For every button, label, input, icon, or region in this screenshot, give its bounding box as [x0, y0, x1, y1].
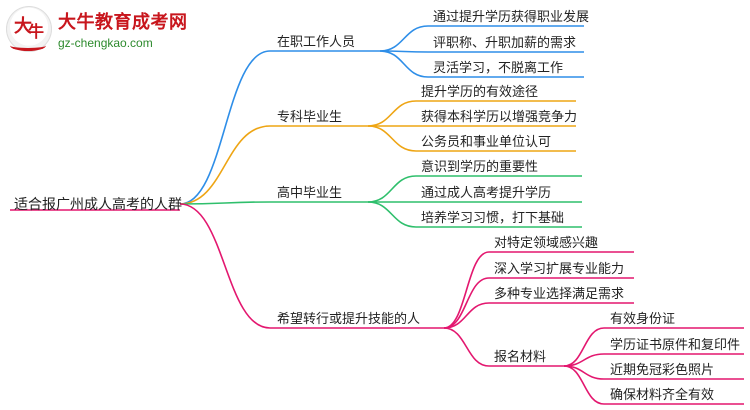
- branch-label: 在职工作人员: [277, 35, 355, 50]
- branch-to-leaf-connector: [367, 175, 417, 203]
- leaf-label: 通过提升学历获得职业发展: [433, 9, 589, 25]
- subbranch-to-leaf-connector: [563, 365, 605, 405]
- leaf-label: 获得本科学历以增强竞争力: [421, 109, 577, 125]
- leaf-label: 有效身份证: [610, 311, 675, 327]
- logo-emblem-char-1: 大: [14, 16, 32, 37]
- root-to-branch-connector: [179, 203, 271, 329]
- root-node-label: 适合报广州成人高考的人群: [14, 196, 182, 213]
- branch-to-leaf-connector: [367, 125, 417, 152]
- branch-to-leaf-connector: [443, 277, 490, 329]
- branch-to-leaf-connector: [379, 25, 429, 52]
- leaf-label: 公务员和事业单位认可: [421, 134, 551, 150]
- leaf-label: 提升学历的有效途径: [421, 84, 538, 100]
- root-to-branch-connector: [179, 201, 271, 205]
- branch-to-leaf-connector: [443, 302, 490, 329]
- logo-url: gz-chengkao.com: [58, 36, 153, 50]
- branch-label: 高中毕业生: [277, 185, 342, 201]
- branch-node: 专科毕业生 提升学历的有效途径 获得本科学历以增强竞争力 公务员和事业单位认可: [277, 84, 577, 150]
- leaf-label: 灵活学习，不脱离工作: [433, 60, 563, 76]
- root-to-branch-connector: [179, 50, 271, 205]
- leaf-label: 对特定领域感兴趣: [494, 235, 598, 251]
- leaf-label: 培养学习习惯，打下基础: [421, 210, 564, 226]
- branch-to-leaf-connector: [367, 100, 417, 127]
- logo-swoosh-icon: [10, 40, 46, 51]
- leaf-label: 深入学习扩展专业能力: [494, 261, 624, 277]
- leaf-label: 确保材料齐全有效: [610, 387, 714, 403]
- mindmap-links: [10, 25, 744, 405]
- branch-node: 在职工作人员 通过提升学历获得职业发展 评职称、升职加薪的需求 灵活学习，不脱离…: [277, 9, 589, 76]
- leaf-label: 通过成人高考提升学历: [421, 185, 551, 201]
- leaf-label: 评职称、升职加薪的需求: [433, 35, 576, 51]
- leaf-label: 多种专业选择满足需求: [494, 286, 624, 302]
- leaf-label: 意识到学历的重要性: [421, 159, 538, 175]
- logo-emblem-char-2: 牛: [28, 22, 45, 41]
- logo-emblem-icon: 大 牛: [6, 6, 52, 52]
- subbranch-label: 报名材料: [494, 349, 546, 365]
- branch-to-subbranch-connector: [443, 327, 490, 367]
- root-to-branch-connector: [179, 125, 271, 205]
- branch-to-leaf-connector: [443, 251, 490, 329]
- branch-node: 高中毕业生 意识到学历的重要性 通过成人高考提升学历 培养学习习惯，打下基础: [277, 159, 564, 226]
- leaf-label: 近期免冠彩色照片: [610, 362, 714, 378]
- branch-to-leaf-connector: [367, 201, 417, 228]
- site-logo: 大 牛 大牛教育成考网 gz-chengkao.com: [6, 4, 187, 56]
- leaf-label: 学历证书原件和复印件: [610, 337, 740, 353]
- branch-label: 专科毕业生: [277, 110, 342, 125]
- branch-label: 希望转行或提升技能的人: [277, 311, 420, 327]
- logo-title: 大牛教育成考网: [58, 12, 188, 33]
- branch-node: 希望转行或提升技能的人 对特定领域感兴趣 深入学习扩展专业能力 多种专业选择满足…: [277, 235, 740, 403]
- branch-to-leaf-connector: [379, 50, 429, 78]
